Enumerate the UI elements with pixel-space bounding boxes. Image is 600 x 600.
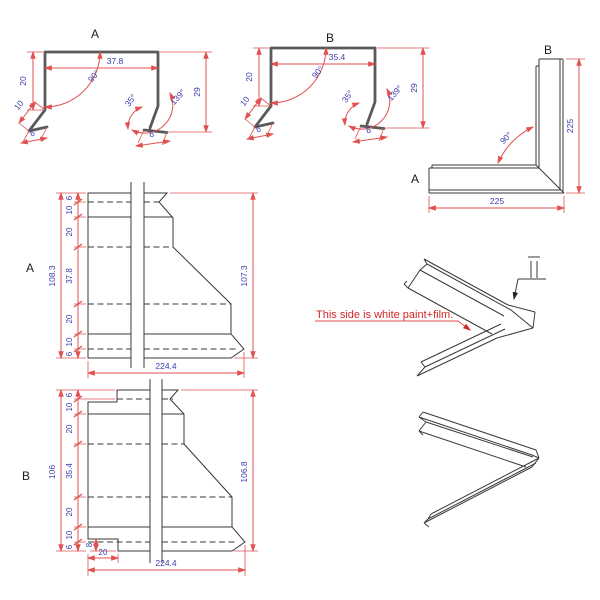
profile-a-dim-small-angle-arc <box>124 106 144 131</box>
flat-b-overall-value: 106 <box>47 465 57 479</box>
flat-b-chain-value-1: 6 <box>65 392 74 397</box>
profile-b-label: B <box>326 31 334 45</box>
profile-b-dim-top-angle-arc <box>269 46 329 106</box>
flat-b-label: B <box>22 469 30 483</box>
corner-outline <box>428 58 565 194</box>
profile-b-flange-value: 10 <box>238 94 252 108</box>
flat-a-chain-value-3: 20 <box>65 227 74 236</box>
profile-b-hem-right-value: 6 <box>366 125 372 136</box>
flat-b-chain-value-2: 10 <box>65 402 74 411</box>
flat-b-width-value: 224.4 <box>155 558 177 568</box>
profile-b-view: 35.4 90° 20 10 6 35° 139° 29 6 B <box>238 31 429 144</box>
flat-b-notch-height-value: 8 <box>85 542 94 547</box>
flat-pattern-a-view: 6 10 20 37.8 20 10 6 108.3 107.3 224.4 A <box>26 182 258 378</box>
profile-b-return-angle-value: 139° <box>385 83 404 103</box>
flat-b-chain-value-4: 35.4 <box>65 463 74 479</box>
flat-b-fold-lines <box>88 398 237 543</box>
profile-a-outline <box>27 50 169 134</box>
profile-a-top-angle-value: 90° <box>86 68 102 84</box>
profile-b-outline <box>253 46 386 130</box>
profile-a-dim-hem-right <box>134 139 172 148</box>
flat-a-chain-value-4: 37.8 <box>65 268 74 284</box>
flat-a-chain-value-1: 6 <box>65 195 74 200</box>
iso2-corner-piece <box>418 411 540 528</box>
flat-b-chain-value-3: 20 <box>65 424 74 433</box>
corner-extension-lines <box>428 58 585 213</box>
profile-a-dim-return-angle-arc <box>130 91 176 136</box>
iso1-corner-piece <box>403 258 536 377</box>
profile-a-top-width-value: 37.8 <box>107 56 124 66</box>
flat-b-chain-ticks <box>73 395 83 546</box>
profile-b-dim-flange <box>244 97 262 120</box>
flat-a-chain-ticks <box>73 198 83 353</box>
flat-a-chain-value-7: 6 <box>65 351 74 356</box>
isometric-back-view <box>418 411 540 528</box>
profile-b-leg-value: 20 <box>244 72 254 82</box>
flat-a-chain-value-5: 20 <box>65 314 74 323</box>
profile-a-dim-flange <box>18 101 36 124</box>
isometric-painted-view: This side is white paint+film. <box>315 256 546 377</box>
corner-angle-value: 90° <box>498 130 514 146</box>
corner-label-top: B <box>544 43 552 57</box>
profile-a-view: 37.8 90° 20 10 6 35° 139° 29 6 A <box>12 27 212 148</box>
flat-a-right-value: 107.3 <box>239 265 249 287</box>
flat-a-fold-lines <box>88 201 236 350</box>
profile-b-height-value: 29 <box>409 83 419 93</box>
corner-height-value: 225 <box>565 119 575 133</box>
profile-a-hem-right-value: 6 <box>149 129 155 140</box>
corner-width-value: 225 <box>490 196 504 206</box>
profile-b-dim-return-angle-arc <box>347 87 393 132</box>
flat-b-notch-width-value: 20 <box>99 548 108 557</box>
flat-a-chain-value-6: 10 <box>65 337 74 346</box>
flat-b-chain-value-7: 6 <box>65 544 74 549</box>
corner-label-side: A <box>411 172 419 186</box>
profile-b-hem-left-value: 6 <box>255 124 262 135</box>
profile-b-dim-hem-left <box>245 132 275 141</box>
corner-dim-angle-arc <box>497 126 535 165</box>
profile-a-flange-value: 10 <box>12 98 26 112</box>
profile-a-label: A <box>91 27 99 41</box>
flat-a-width-value: 224.4 <box>155 361 177 371</box>
profile-a-return-angle-value: 139° <box>168 87 187 107</box>
flat-a-chain-value-2: 10 <box>65 205 74 214</box>
profile-a-dim-top-angle-arc <box>43 50 103 110</box>
profile-a-small-angle-value: 35° <box>123 92 139 108</box>
flat-b-outline <box>87 379 246 563</box>
corner-view: 225 225 90° B A <box>411 43 585 213</box>
iso1-note-leader <box>315 320 471 331</box>
profile-b-dim-small-angle-arc <box>341 102 361 127</box>
flat-a-outline <box>87 182 245 368</box>
profile-a-leg-value: 20 <box>18 76 28 86</box>
profile-b-small-angle-value: 35° <box>340 88 356 104</box>
iso1-weld-leader <box>512 278 519 301</box>
flat-pattern-b-view: 6 10 20 35.4 20 10 6 8 20 106 106.8 224.… <box>22 379 258 576</box>
iso1-weld-symbol <box>518 256 546 280</box>
profile-a-dim-hem-left <box>19 136 49 145</box>
flat-a-overall-value: 108.3 <box>47 265 57 287</box>
flat-b-right-value: 106.8 <box>239 461 249 483</box>
flat-a-extension-lines <box>56 192 258 378</box>
flat-a-label: A <box>26 261 34 275</box>
profile-b-dim-hem-right <box>351 135 389 144</box>
profile-a-hem-left-value: 6 <box>29 128 36 139</box>
profile-a-height-value: 29 <box>192 87 202 97</box>
profile-b-top-width-value: 35.4 <box>329 52 346 62</box>
paint-note-text: This side is white paint+film. <box>316 309 453 321</box>
flat-b-chain-value-6: 10 <box>65 530 74 539</box>
flat-b-chain-value-5: 20 <box>65 507 74 516</box>
